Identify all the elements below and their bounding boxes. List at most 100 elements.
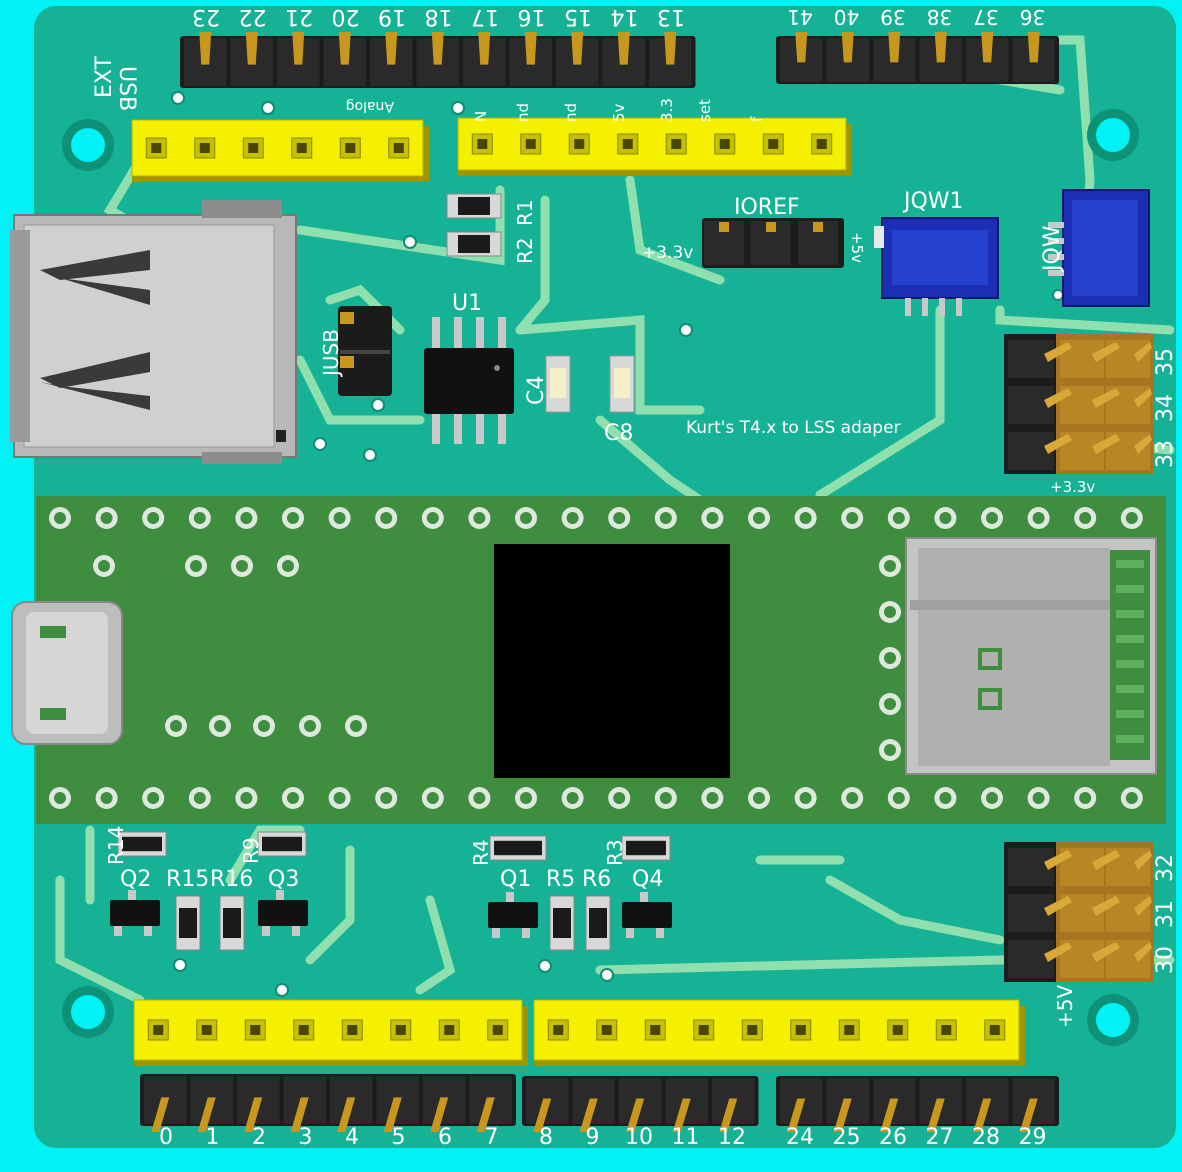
header-socket-hole: [795, 1025, 806, 1035]
pin-number: 8: [539, 1125, 553, 1150]
transistor-lead: [276, 890, 284, 902]
pad-hole: [54, 512, 66, 524]
pin-number: 25: [833, 1125, 861, 1150]
header-pin: [579, 1098, 598, 1132]
pin-number: 17: [471, 4, 499, 29]
servo-header-lower: [1004, 842, 1154, 982]
pin-number: 20: [332, 4, 360, 29]
header-top-right: [776, 32, 1059, 84]
pad-hole: [282, 560, 294, 572]
pad-hole: [473, 512, 486, 524]
usb-a-connector: [10, 200, 297, 464]
header-pin: [1092, 942, 1120, 962]
pin-number: 39: [880, 5, 905, 29]
c4-label: C4: [524, 376, 549, 405]
pad-hole: [426, 512, 439, 524]
r14-label: R14: [104, 826, 128, 865]
header-pin: [787, 1098, 806, 1132]
r16-label: R16: [210, 867, 253, 892]
pad-hole: [380, 512, 393, 524]
header-socket-hole: [345, 143, 356, 153]
header-socket-hole: [650, 1025, 661, 1035]
pad-hole: [706, 512, 719, 524]
r9-label: R9: [239, 837, 263, 864]
pad-hole: [884, 698, 896, 710]
header-pin: [1044, 434, 1072, 454]
header-cell: [1008, 386, 1054, 424]
pad-hole: [54, 792, 66, 804]
pad-hole: [892, 792, 905, 804]
header-pin: [431, 32, 444, 65]
pin-number: 26: [879, 1125, 907, 1150]
smd-resistor-body: [179, 908, 197, 938]
header-pin: [1044, 388, 1072, 408]
pad-hole: [1032, 792, 1045, 804]
pin-number: 23: [192, 4, 220, 29]
header-pin: [1027, 32, 1040, 63]
pad-hole: [753, 792, 765, 804]
header-top-left: [180, 32, 696, 88]
pad-hole: [753, 512, 765, 524]
header-socket-hole: [553, 1025, 564, 1035]
header-pin: [926, 1098, 945, 1132]
header-pin: [795, 32, 808, 63]
header-pin: [664, 32, 677, 65]
header-cell: [1008, 340, 1054, 378]
pin-number: 32: [1153, 854, 1178, 882]
u1-label: U1: [452, 291, 482, 316]
header-socket-hole: [574, 139, 585, 149]
pin-number: 19: [378, 4, 406, 29]
module-pads: [49, 507, 1143, 809]
header-body: [131, 119, 424, 177]
pad-hole: [193, 792, 206, 804]
pin-number: 1: [206, 1125, 220, 1150]
transistor-lead: [626, 926, 634, 938]
vias: [171, 91, 1110, 997]
pin-number: 5: [392, 1125, 406, 1150]
transistor-lead: [522, 926, 530, 938]
header-body: [457, 117, 847, 171]
header-body: [140, 1074, 516, 1126]
jqw-label: JQW: [1040, 225, 1065, 273]
chip-u1: [424, 317, 514, 444]
sd-card-socket: [905, 537, 1157, 775]
pin-number: 29: [1019, 1125, 1047, 1150]
pad-hole: [799, 792, 812, 804]
pin-number: 34: [1153, 394, 1178, 422]
pin-number: 11: [672, 1125, 700, 1150]
smd-resistor-body: [553, 908, 571, 938]
header-pin: [1134, 434, 1152, 454]
header-pin: [197, 1097, 216, 1132]
transistor-body: [488, 902, 538, 928]
silkscreen: EXT USB Analog IOREF +3.3v +5v JQW1 JQW …: [92, 55, 1095, 1028]
header-socket-hole: [671, 139, 682, 149]
header-pin: [244, 1097, 263, 1132]
header-socket-hole: [199, 143, 210, 153]
smd-resistor-body: [626, 840, 666, 856]
header-cell: [1008, 894, 1054, 932]
pad-hole: [170, 720, 182, 732]
plus5-label-ioref: +5v: [848, 232, 866, 263]
pad-hole: [304, 720, 316, 732]
jusb-label: JUSB: [319, 329, 343, 378]
header-cell: [1008, 848, 1054, 886]
power-pin-label: set: [696, 99, 714, 122]
header-socket-hole: [298, 1025, 309, 1035]
header-socket-hole: [296, 143, 307, 153]
pad-hole: [147, 512, 160, 524]
header-pin: [533, 1098, 552, 1132]
header-socket-hole: [248, 143, 259, 153]
q1-label: Q1: [500, 867, 531, 892]
header-bottom-left-yellow: [133, 999, 528, 1066]
transistor-lead: [128, 890, 136, 902]
header-socket-hole: [444, 1025, 455, 1035]
pin-number: 2: [252, 1125, 266, 1150]
header-bottom-right-yellow: [533, 999, 1025, 1066]
jqw1-label: JQW1: [902, 189, 964, 214]
power-pin-label: nd: [562, 103, 580, 122]
header-pin: [617, 32, 630, 65]
header-ioref: [702, 218, 844, 268]
pad-hole: [566, 512, 579, 524]
